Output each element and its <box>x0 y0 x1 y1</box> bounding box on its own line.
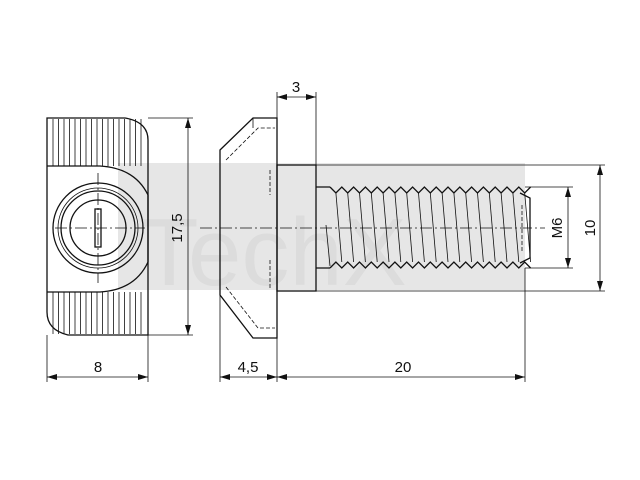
dim-label-head-flange: 3 <box>292 79 300 96</box>
hatch-line <box>453 192 461 263</box>
dim-label-thread: M6 <box>549 218 566 239</box>
hatch-line <box>512 192 520 263</box>
hatch-line <box>394 192 402 263</box>
dimension-20: 20 <box>277 268 526 382</box>
bolt-side-view <box>200 117 545 339</box>
hatch-line <box>335 192 343 263</box>
dim-label-nut-height: 17,5 <box>169 213 186 242</box>
dim-label-shank-length: 20 <box>395 359 412 376</box>
dimension-m6: M6 <box>525 186 573 269</box>
dim-label-nut-width: 8 <box>94 359 102 376</box>
hatch-line <box>406 192 413 263</box>
hatch-line <box>488 192 496 263</box>
hatch-line <box>500 192 508 263</box>
hatch-line <box>477 192 484 263</box>
dimension-8: 8 <box>46 335 149 382</box>
hatch-line <box>382 192 390 263</box>
dimension-17-5: 17,5 <box>148 117 193 336</box>
dimension-3: 3 <box>276 79 317 165</box>
dimension-4-5: 4,5 <box>219 295 278 382</box>
hatch-line <box>418 192 425 263</box>
dim-label-head-length: 4,5 <box>238 359 259 376</box>
thread-profile <box>329 186 532 269</box>
hatch-line <box>370 192 378 263</box>
hatch-line <box>429 192 437 263</box>
watermark-text: TechX <box>140 199 407 306</box>
hatch-line <box>441 192 449 263</box>
hatch-line <box>465 192 472 263</box>
hatch-line <box>347 192 354 263</box>
hatch-line <box>359 192 366 263</box>
dimension-10: 10 <box>316 164 605 292</box>
dim-label-shank-diameter: 10 <box>582 220 599 237</box>
